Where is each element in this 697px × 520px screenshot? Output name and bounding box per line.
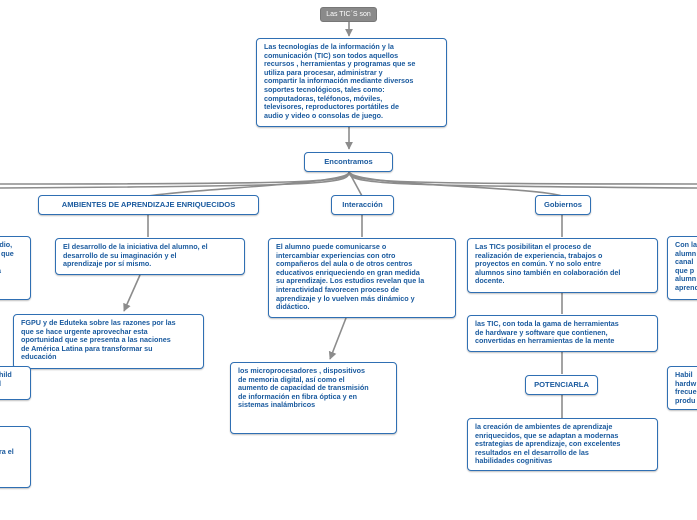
ambientes-title-node[interactable]: AMBIENTES DE APRENDIZAJE ENRIQUECIDOS bbox=[38, 195, 259, 215]
interaccion-desc-node[interactable]: El alumno puede comunicarse o intercambi… bbox=[268, 238, 456, 318]
definition-node[interactable]: Las tecnologías de la información y la c… bbox=[256, 38, 447, 127]
potenciarla-node[interactable]: POTENCIARLA bbox=[525, 375, 598, 395]
link-connector-left-2 bbox=[0, 171, 350, 185]
connector-node-encontramos[interactable]: Encontramos bbox=[304, 152, 393, 172]
interaccion-child-node[interactable]: los microprocesadores , dispositivos de … bbox=[230, 362, 397, 434]
gobiernos-desc2-node[interactable]: las TIC, con toda la gama de herramienta… bbox=[467, 315, 658, 352]
gobiernos-desc-node[interactable]: Las TICs posibilitan el proceso de reali… bbox=[467, 238, 658, 293]
ambientes-child-node[interactable]: FGPU y de Eduteka sobre las razones por … bbox=[13, 314, 204, 369]
link-connector-left-1 bbox=[0, 171, 350, 189]
root-node[interactable]: Las TIC´S son bbox=[320, 7, 377, 22]
link-connector-right-1 bbox=[348, 171, 697, 189]
right-partial-node-top[interactable]: Con la alumn canal que p alumn aprend bbox=[667, 236, 697, 300]
gobiernos-title-node[interactable]: Gobiernos bbox=[535, 195, 591, 215]
left-partial-node-top[interactable]: udio, s que la bbox=[0, 236, 31, 300]
link-connector-right-2 bbox=[348, 171, 697, 185]
right-partial-node-bottom[interactable]: Habil hardw frecue produ bbox=[667, 366, 697, 410]
interaccion-title-node[interactable]: Interacción bbox=[331, 195, 394, 215]
gobiernos-child-node[interactable]: la creación de ambientes de aprendizaje … bbox=[467, 418, 658, 471]
link-interaccion-child bbox=[328, 317, 347, 360]
left-partial-node-middle[interactable]: child el bbox=[0, 366, 31, 400]
left-partial-node-bottom[interactable]: s ara el a bbox=[0, 426, 31, 488]
ambientes-desc-node[interactable]: El desarrollo de la iniciativa del alumn… bbox=[55, 238, 245, 275]
link-ambientes-child bbox=[123, 274, 141, 312]
link-connector-ambientes bbox=[147, 171, 350, 197]
